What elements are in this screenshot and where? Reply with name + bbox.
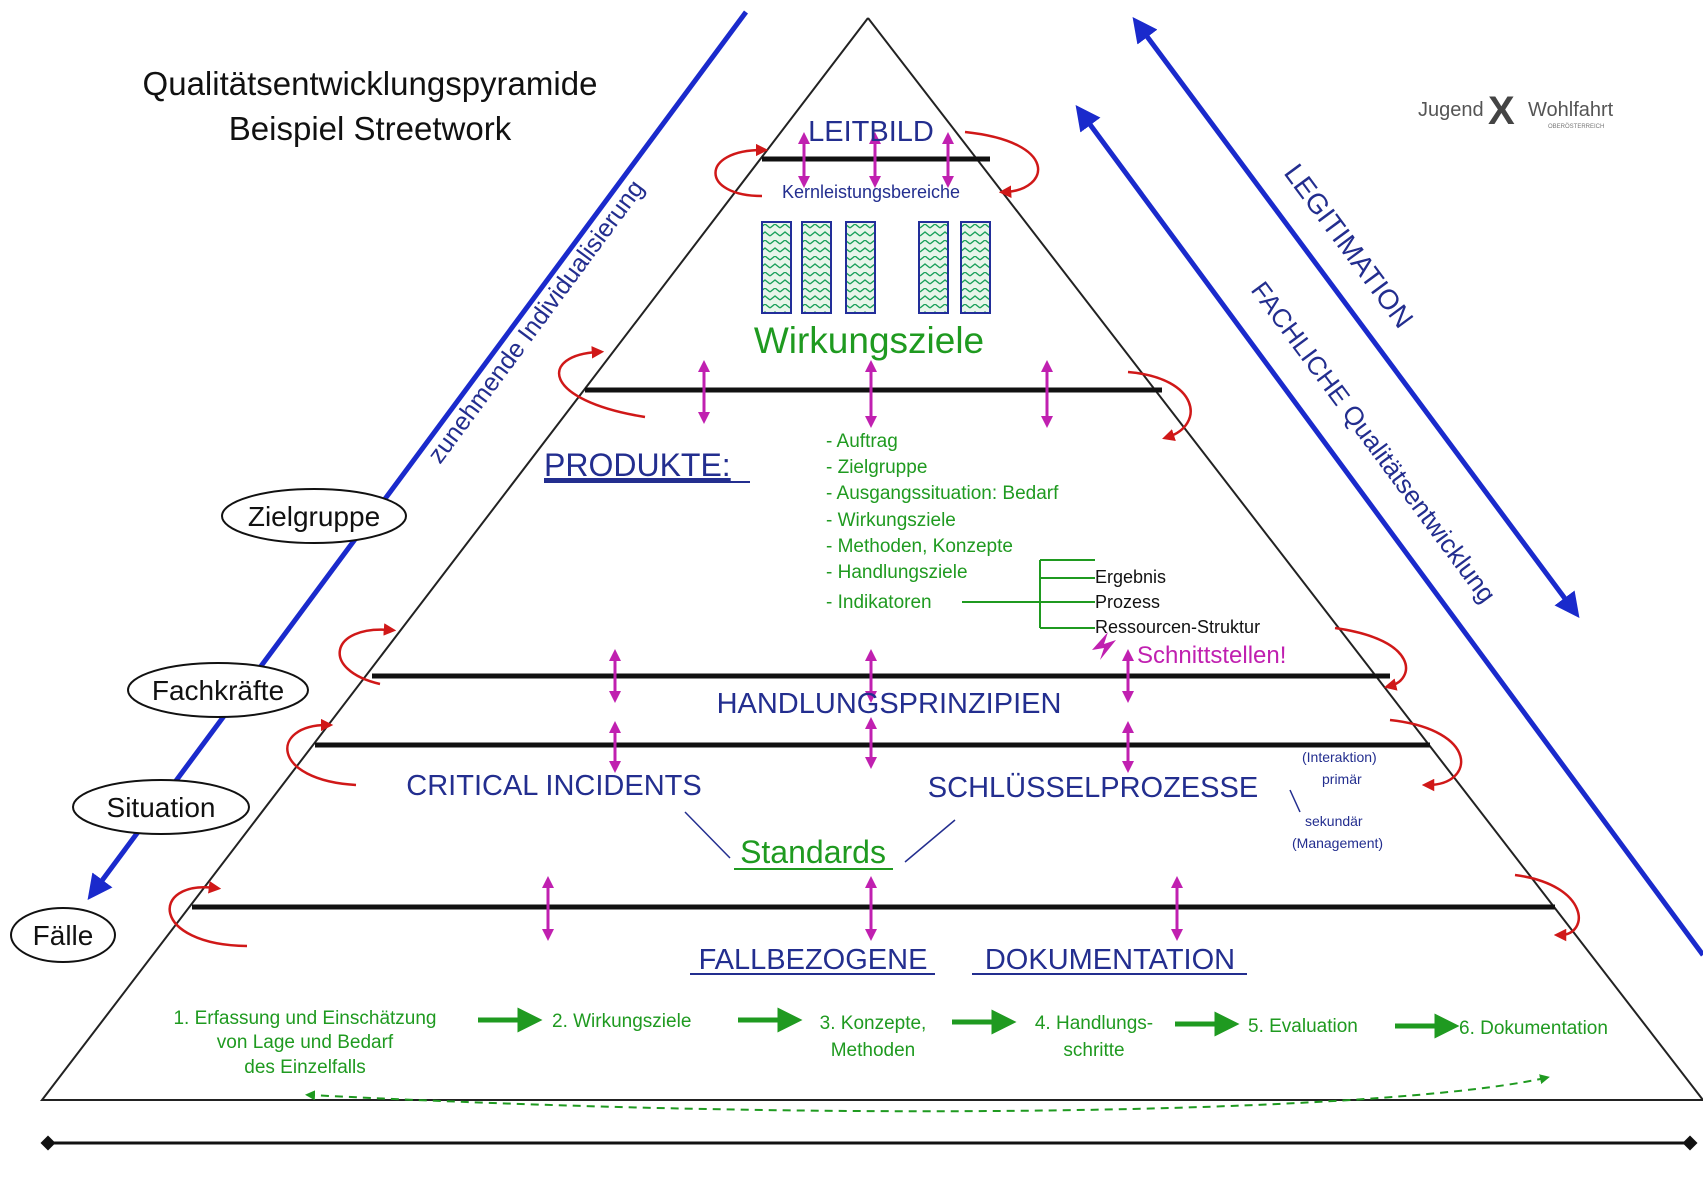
step-5: 5. Evaluation — [1248, 1016, 1358, 1037]
schluesselprozesse-label: SCHLÜSSELPROZESSE — [928, 772, 1258, 804]
step-4-line2: schritte — [1063, 1040, 1124, 1061]
feedback-dashed-arrow — [305, 1074, 1550, 1113]
handlungsprinzipien-label: HANDLUNGSPRINZIPIEN — [717, 688, 1062, 720]
ellipse-faelle: Fälle — [10, 907, 116, 963]
step-2: 2. Wirkungsziele — [552, 1011, 691, 1032]
step-3-line2: Methoden — [831, 1040, 916, 1061]
logo-figure-icon: X — [1488, 89, 1515, 133]
kernleistung-box-5 — [960, 221, 991, 314]
logo-right: Wohlfahrt — [1528, 99, 1614, 121]
produkte-item: - Handlungsziele — [826, 562, 968, 583]
leitbild-label: LEITBILD — [808, 116, 934, 148]
produkte-item: - Ausgangssituation: Bedarf — [826, 483, 1059, 504]
fallbezogene-label: FALLBEZOGENE — [699, 944, 928, 976]
step-1-line2: von Lage und Bedarf — [217, 1032, 394, 1053]
indikator-prozess: Prozess — [1095, 592, 1160, 612]
produkte-item: - Zielgruppe — [826, 457, 927, 478]
dokumentation-label: DOKUMENTATION — [985, 944, 1235, 976]
legitimation-arrow — [1132, 16, 1580, 619]
step-arrows — [478, 1007, 1460, 1039]
individualisierung-arrow — [87, 10, 749, 901]
magenta-arrows — [542, 132, 1183, 941]
kernleistung-boxes — [761, 221, 991, 314]
standards-connector-left — [684, 811, 731, 859]
step-1-line1: 1. Erfassung und Einschätzung — [173, 1008, 436, 1029]
produkte-item: - Methoden, Konzepte — [826, 536, 1013, 557]
indikatoren-bracket — [962, 559, 1095, 629]
ellipse-fachkraefte-label: Fachkräfte — [152, 675, 284, 706]
ellipse-fachkraefte: Fachkräfte — [127, 662, 309, 718]
ellipse-situation: Situation — [72, 779, 250, 835]
kernleistung-box-1 — [761, 221, 792, 314]
standards-connector-right — [904, 819, 956, 863]
kernleistung-box-3 — [845, 221, 876, 314]
ellipse-zielgruppe: Zielgruppe — [221, 488, 407, 544]
qualitaetsentwicklung-label: FACHLICHE Qualitätsentwicklung — [1245, 276, 1502, 609]
ellipse-faelle-label: Fälle — [33, 920, 94, 951]
step-4-line1: 4. Handlungs- — [1035, 1013, 1153, 1034]
ellipse-situation-label: Situation — [107, 792, 216, 823]
standards-label: Standards — [740, 834, 886, 870]
title-line1: Qualitätsentwicklungspyramide — [143, 65, 598, 102]
sekundaer-label: sekundär — [1305, 813, 1363, 829]
process-steps: 1. Erfassung und Einschätzung von Lage u… — [173, 1007, 1608, 1078]
indikator-ressourcen: Ressourcen-Struktur — [1095, 617, 1260, 637]
indikator-ergebnis: Ergebnis — [1095, 567, 1166, 587]
schnittstellen-label: Schnittstellen! — [1137, 642, 1286, 669]
critical-incidents-label: CRITICAL INCIDENTS — [406, 770, 701, 802]
ellipse-zielgruppe-label: Zielgruppe — [248, 501, 380, 532]
step-3-line1: 3. Konzepte, — [820, 1013, 927, 1034]
red-cycle-arrows — [168, 130, 1580, 948]
produkte-item: - Wirkungsziele — [826, 510, 956, 531]
primaer-label: primär — [1322, 771, 1362, 787]
produkte-label: PRODUKTE: — [544, 447, 731, 483]
step-1-line3: des Einzelfalls — [244, 1057, 365, 1078]
kernleistung-box-4 — [918, 221, 949, 314]
prozesse-types: (Interaktion) primär sekundär (Managemen… — [1289, 749, 1383, 851]
logo: Jugend X Wohlfahrt OBERÖSTERREICH — [1418, 89, 1614, 133]
kernleistung-box-2 — [801, 221, 832, 314]
produkte-item: - Auftrag — [826, 431, 898, 452]
kernleistung-label: Kernleistungsbereiche — [782, 182, 960, 202]
interaktion-label: (Interaktion) — [1302, 749, 1377, 765]
individualisierung-label: zunehmende Individualisierung — [422, 175, 650, 469]
step-6: 6. Dokumentation — [1459, 1018, 1608, 1039]
qualitaetsentwicklung-arrow — [1075, 104, 1703, 957]
wirkungsziele-label: Wirkungsziele — [754, 320, 984, 361]
title-line2: Beispiel Streetwork — [229, 110, 512, 147]
logo-left: Jugend — [1418, 99, 1484, 121]
lightning-icon — [1092, 632, 1116, 660]
management-label: (Management) — [1292, 835, 1383, 851]
produkte-list: - Auftrag - Zielgruppe - Ausgangssituati… — [826, 431, 1059, 613]
logo-small: OBERÖSTERREICH — [1548, 123, 1604, 130]
produkte-item: - Indikatoren — [826, 592, 932, 613]
